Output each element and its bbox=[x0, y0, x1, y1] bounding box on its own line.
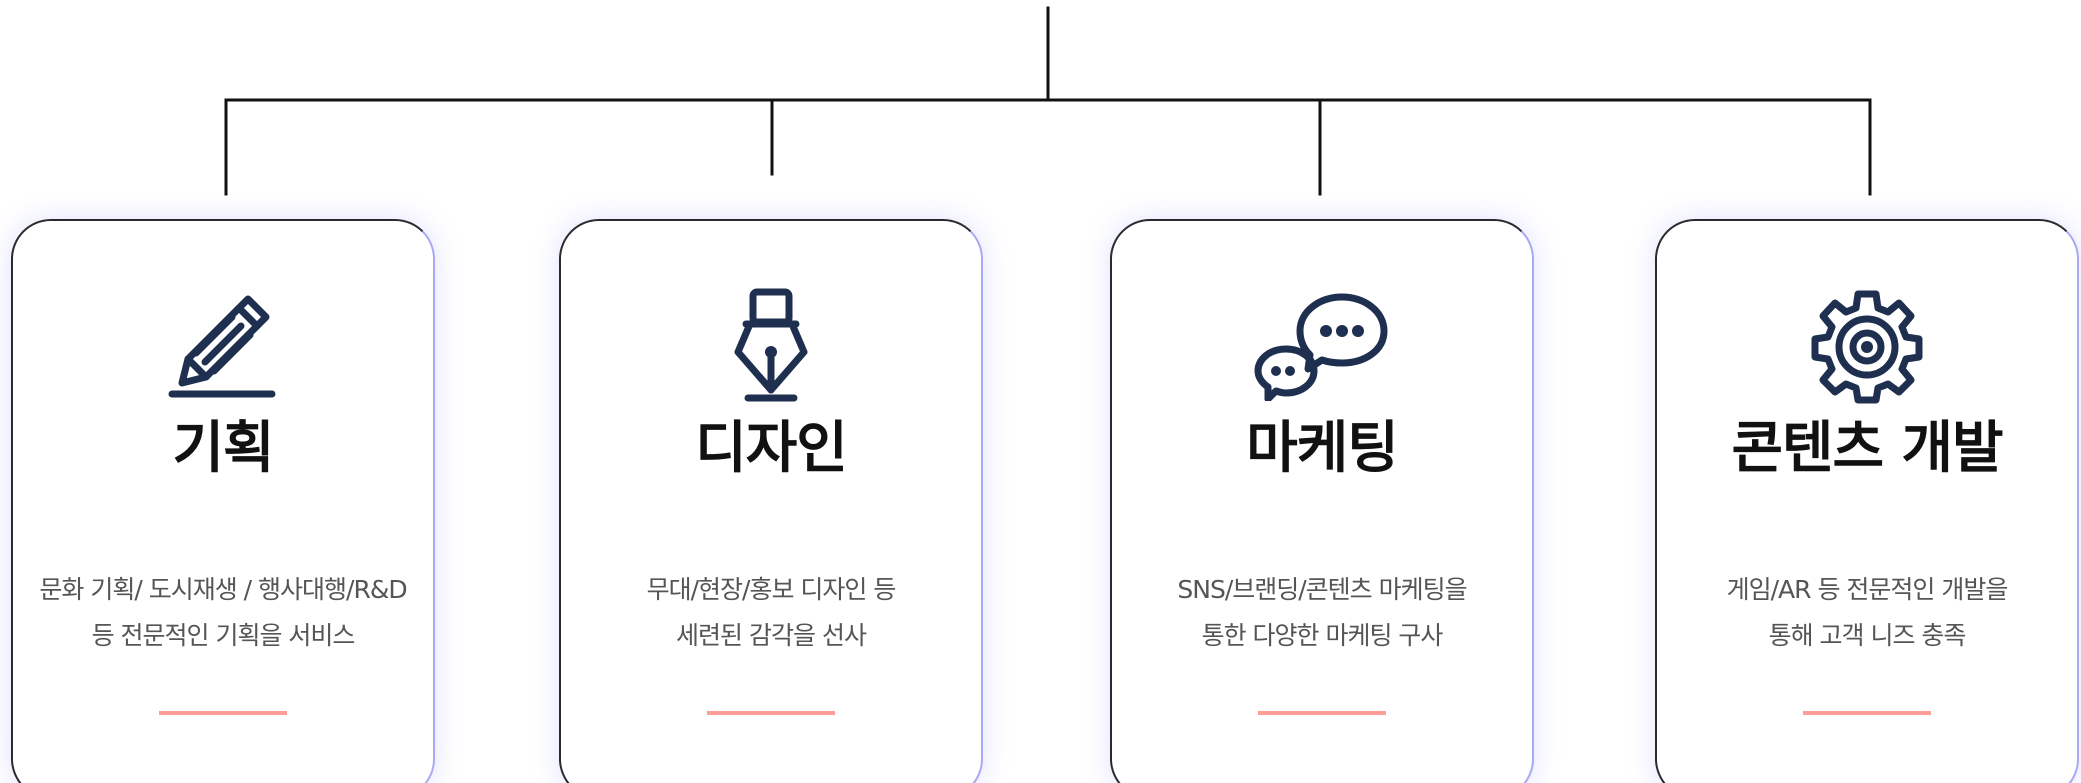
card-marketing: 마케팅 SNS/브랜딩/콘텐츠 마케팅을 통한 다양한 마케팅 구사 bbox=[1110, 219, 1534, 783]
card-design: 디자인 무대/현장/홍보 디자인 등 세련된 감각을 선사 bbox=[559, 219, 983, 783]
accent-bar bbox=[159, 711, 287, 715]
chat-bubbles-icon bbox=[1252, 291, 1392, 401]
pencil-icon bbox=[153, 291, 293, 401]
accent-bar bbox=[707, 711, 835, 715]
card-description-line: 무대/현장/홍보 디자인 등 bbox=[646, 575, 897, 604]
card-content-development: 콘텐츠 개발 게임/AR 등 전문적인 개발을 통해 고객 니즈 충족 bbox=[1655, 219, 2079, 783]
card-planning: 기획 문화 기획/ 도시재생 / 행사대행/R&D 등 전문적인 기획을 서비스 bbox=[11, 219, 435, 783]
card-description-line: 세련된 감각을 선사 bbox=[676, 621, 867, 650]
fountain-pen-icon bbox=[701, 288, 841, 402]
card-description-line: 통한 다양한 마케팅 구사 bbox=[1201, 621, 1444, 650]
card-description: 게임/AR 등 전문적인 개발을 통해 고객 니즈 충족 bbox=[1667, 567, 2067, 659]
card-title: 기획 bbox=[172, 416, 274, 481]
card-description: 무대/현장/홍보 디자인 등 세련된 감각을 선사 bbox=[571, 567, 971, 659]
card-description-line: 통해 고객 니즈 충족 bbox=[1768, 621, 1967, 650]
card-description: 문화 기획/ 도시재생 / 행사대행/R&D 등 전문적인 기획을 서비스 bbox=[23, 567, 423, 659]
card-title: 마케팅 bbox=[1246, 416, 1399, 481]
card-description: SNS/브랜딩/콘텐츠 마케팅을 통한 다양한 마케팅 구사 bbox=[1122, 567, 1522, 659]
card-description-line: SNS/브랜딩/콘텐츠 마케팅을 bbox=[1177, 575, 1467, 604]
card-description-line: 문화 기획/ 도시재생 / 행사대행/R&D bbox=[39, 575, 407, 604]
card-description-line: 게임/AR 등 전문적인 개발을 bbox=[1726, 575, 2009, 604]
accent-bar bbox=[1803, 711, 1931, 715]
card-description-line: 등 전문적인 기획을 서비스 bbox=[91, 621, 356, 650]
gear-icon bbox=[1797, 290, 1937, 404]
accent-bar bbox=[1258, 711, 1386, 715]
card-title: 콘텐츠 개발 bbox=[1731, 416, 2003, 481]
card-title: 디자인 bbox=[695, 416, 848, 481]
